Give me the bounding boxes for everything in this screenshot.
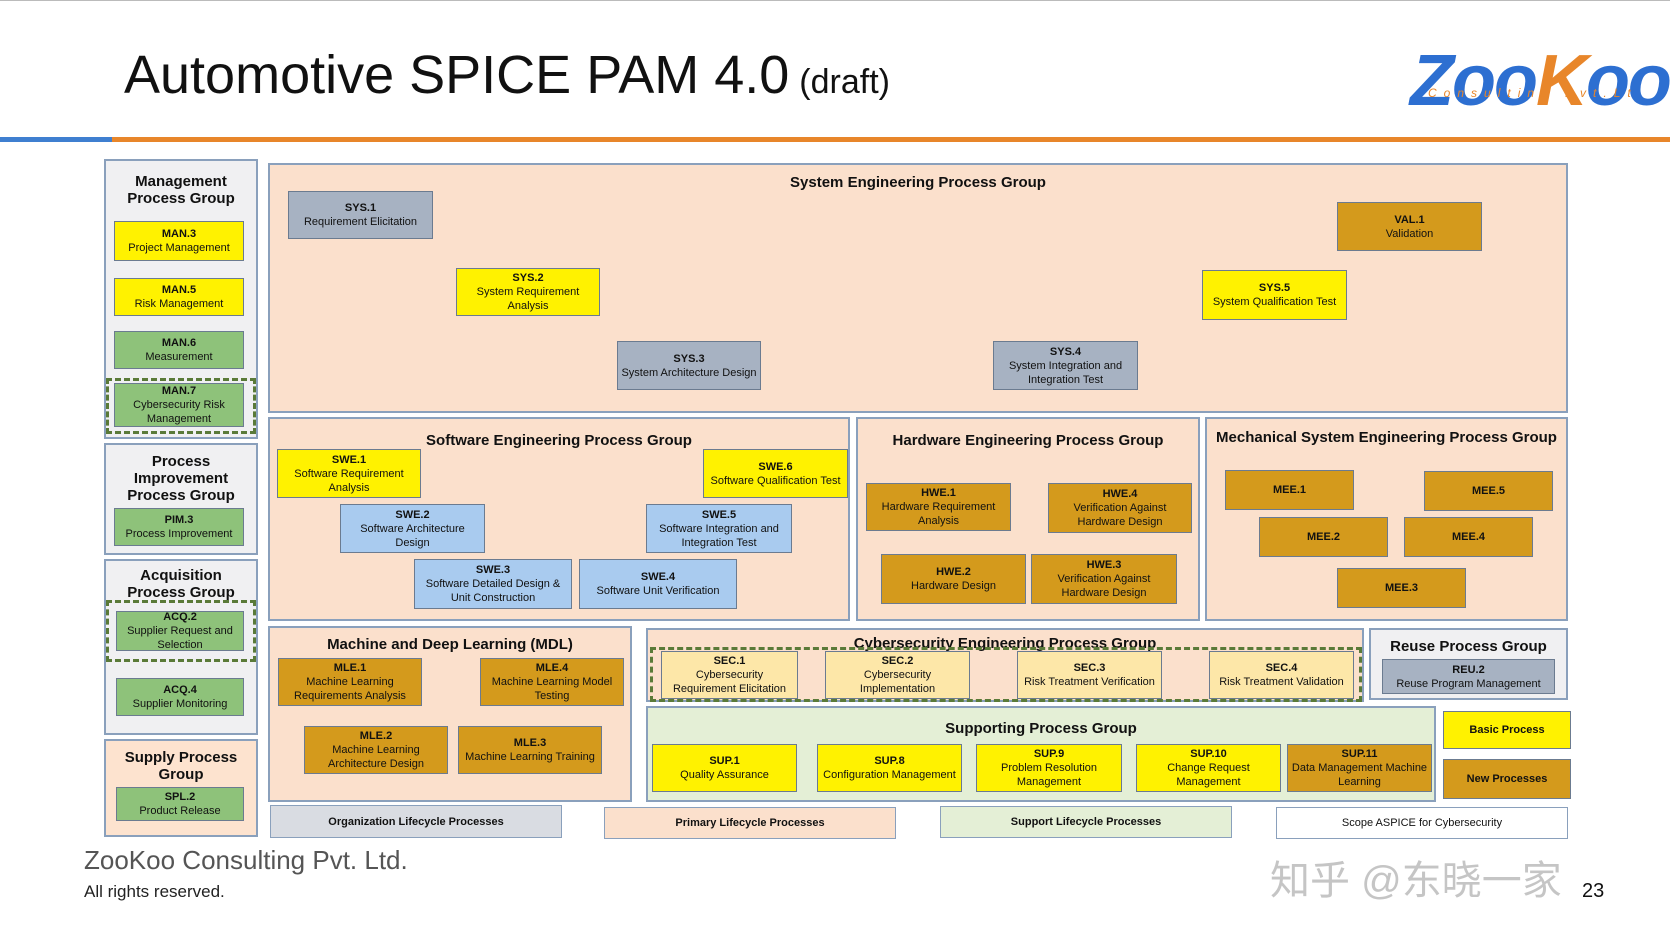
cyber-scope-man7 (106, 378, 256, 434)
zookoo-logo: ZooKoo Consulting Pvt.Ltd (1410, 40, 1670, 130)
slide-title: Automotive SPICE PAM 4.0(draft) (124, 44, 890, 106)
logo-brand: ZooKoo (1410, 41, 1670, 121)
process-mee4[interactable]: MEE.4 (1404, 517, 1533, 557)
mdl-group: Machine and Deep Learning (MDL) (268, 626, 632, 802)
legend-scope-cybersecurity: Scope ASPICE for Cybersecurity (1276, 807, 1568, 839)
legend-basic-process: Basic Process (1443, 711, 1571, 749)
logo-subtitle: Consulting Pvt.Ltd (1428, 86, 1638, 100)
process-mee1[interactable]: MEE.1 (1225, 470, 1354, 510)
process-mee3[interactable]: MEE.3 (1337, 568, 1466, 608)
accent-bar-blue (0, 137, 112, 142)
title-text: Automotive SPICE PAM 4.0 (124, 45, 790, 105)
footer-company: ZooKoo Consulting Pvt. Ltd. (84, 845, 408, 875)
process-mee5[interactable]: MEE.5 (1424, 471, 1553, 511)
accent-bar-orange (112, 137, 1670, 142)
process-mee2[interactable]: MEE.2 (1259, 517, 1388, 557)
cyber-scope-acq2 (106, 600, 256, 662)
legend-support-lifecycle: Support Lifecycle Processes (940, 806, 1232, 838)
title-draft: (draft) (799, 63, 890, 101)
cyber-scope-sec (650, 647, 1362, 702)
top-border-line (0, 0, 1670, 1)
legend-primary-lifecycle: Primary Lifecycle Processes (604, 807, 896, 839)
legend-organization-lifecycle: Organization Lifecycle Processes (270, 805, 562, 838)
watermark-text: 知乎 @东晓一家 (1270, 859, 1562, 903)
legend-new-processes: New Processes (1443, 759, 1571, 799)
footer-rights: All rights reserved. (84, 882, 225, 901)
page-number: 23 (1582, 880, 1605, 902)
